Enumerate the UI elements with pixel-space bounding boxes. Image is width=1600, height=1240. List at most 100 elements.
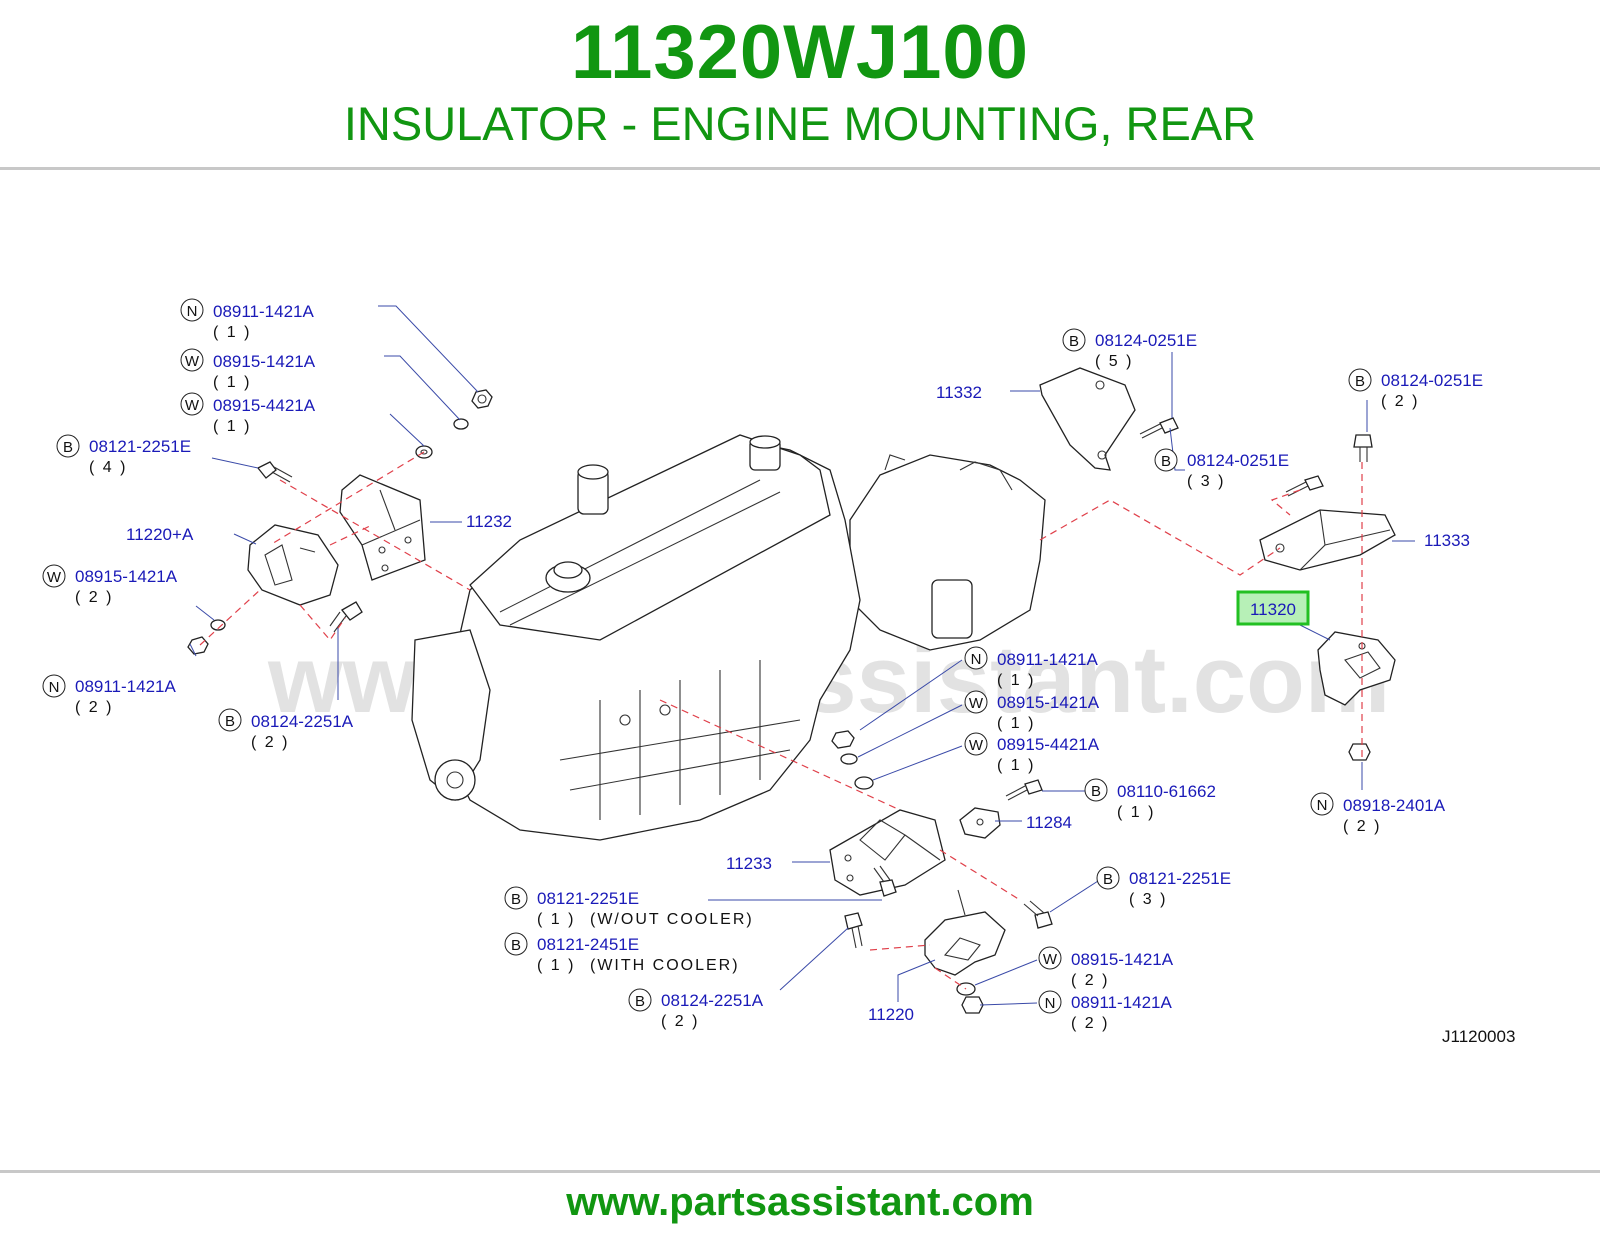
svg-text:B: B [1355, 373, 1365, 390]
part-number-label[interactable]: 08121-2451E [537, 935, 639, 954]
part-number-label[interactable]: 08110-61662 [1117, 782, 1216, 801]
part-number-label[interactable]: 08124-0251E [1381, 371, 1483, 390]
callout-b10: B 08124-2251A ( 2 ) [628, 988, 764, 1030]
part-number-label[interactable]: 08124-2251A [251, 712, 354, 731]
svg-text:( 5 ): ( 5 ) [1095, 353, 1133, 370]
svg-text:B: B [1161, 453, 1171, 470]
part-number-label[interactable]: 08911-1421A [1071, 993, 1172, 1012]
callout-w6: W 08915-1421A ( 2 ) [1038, 946, 1174, 989]
svg-text:( 1 ): ( 1 ) [1117, 804, 1155, 821]
leader-lines [189, 305, 1415, 1006]
svg-text:B: B [635, 993, 645, 1010]
assembly-lines [199, 451, 1363, 990]
footer-divider [0, 1170, 1600, 1173]
part-number-label[interactable]: 08915-1421A [75, 567, 178, 586]
svg-text:N: N [187, 303, 198, 320]
callout-n1: N 08911-1421A ( 1 ) [180, 298, 314, 341]
svg-text:( 3 ): ( 3 ) [1187, 473, 1225, 490]
ref-11220[interactable]: 11220 [868, 1005, 914, 1024]
svg-text:( 2 ): ( 2 ) [1071, 972, 1109, 989]
engine-illustration [411, 434, 1046, 841]
ref-11232[interactable]: 11232 [466, 512, 512, 531]
part-number-label[interactable]: 08121-2251E [89, 437, 191, 456]
svg-text:( 2 ): ( 2 ) [661, 1013, 699, 1030]
callout-b3: B 08124-0251E ( 5 ) [1062, 328, 1197, 370]
svg-text:W: W [969, 695, 984, 712]
callout-b5: B 08124-0251E ( 3 ) [1154, 448, 1289, 490]
ref-11333[interactable]: 11333 [1424, 531, 1470, 550]
part-number-label[interactable]: 08911-1421A [75, 677, 176, 696]
header-divider [0, 167, 1600, 170]
svg-text:( 1 ): ( 1 ) [213, 324, 251, 341]
svg-text:( 2 ): ( 2 ) [75, 699, 113, 716]
callout-w2: W 08915-4421A ( 1 ) [180, 392, 316, 435]
lower-mount-assembly [829, 730, 1053, 1014]
highlight-box [1236, 590, 1310, 626]
ref-11233[interactable]: 11233 [726, 854, 772, 873]
diagram-ref: J1120003 [1442, 1027, 1515, 1046]
callout-b4: B 08124-0251E ( 2 ) [1348, 368, 1483, 410]
svg-text:( 2 ): ( 2 ) [75, 589, 113, 606]
callout-w4: W 08915-1421A ( 1 ) [964, 690, 1100, 732]
part-number-label[interactable]: 08124-2251A [661, 991, 764, 1010]
callout-b8: B 08121-2251E ( 1 ) (W/OUT COOLER) [504, 886, 754, 928]
part-number-label[interactable]: 08915-1421A [1071, 950, 1174, 969]
callout-b2: B 08124-2251A ( 2 ) [218, 708, 354, 751]
svg-text:( 3 ): ( 3 ) [1129, 891, 1167, 908]
ref-11284[interactable]: 11284 [1026, 813, 1072, 832]
callout-b9: B 08121-2451E ( 1 ) (WITH COOLER) [504, 932, 740, 974]
page-subtitle: INSULATOR - ENGINE MOUNTING, REAR [343, 97, 1257, 150]
svg-text:( 1 ): ( 1 ) [537, 911, 575, 928]
svg-text:N: N [971, 651, 982, 668]
highlighted-part-11320[interactable]: 11320 [1236, 590, 1310, 626]
callout-n2: N 08911-1421A ( 2 ) [42, 674, 176, 716]
svg-text:B: B [225, 713, 235, 730]
callout-n5: N 08911-1421A ( 2 ) [1038, 990, 1172, 1032]
svg-text:( 4 ): ( 4 ) [89, 459, 127, 476]
part-number-label[interactable]: 08124-0251E [1187, 451, 1289, 470]
svg-text:( 1 ): ( 1 ) [997, 715, 1035, 732]
svg-text:B: B [1091, 783, 1101, 800]
callout-b6: B 08110-61662 ( 1 ) [1084, 778, 1216, 821]
callout-w5: W 08915-4421A ( 1 ) [964, 732, 1100, 774]
svg-text:( 2 ): ( 2 ) [1381, 393, 1419, 410]
svg-text:W: W [185, 353, 200, 370]
callout-w1: W 08915-1421A ( 1 ) [180, 348, 316, 391]
page-title: 11320WJ100 [571, 10, 1029, 95]
svg-text:N: N [1317, 797, 1328, 814]
callout-n3: N 08911-1421A ( 1 ) [964, 646, 1098, 689]
svg-text:( 1 ): ( 1 ) [537, 957, 575, 974]
part-number-label[interactable]: 08911-1421A [997, 650, 1098, 669]
svg-text:( 1 ): ( 1 ) [213, 374, 251, 391]
svg-text:B: B [1069, 333, 1079, 350]
part-number-label[interactable]: 08915-4421A [213, 396, 316, 415]
part-number-label[interactable]: 08911-1421A [213, 302, 314, 321]
part-number-label[interactable]: 08918-2401A [1343, 796, 1446, 815]
ref-11320[interactable]: 11320 [1250, 600, 1296, 619]
ref-11220a[interactable]: 11220+A [126, 525, 194, 544]
svg-text:(WITH COOLER): (WITH COOLER) [590, 957, 740, 974]
svg-text:B: B [511, 937, 521, 954]
part-number-label[interactable]: 08915-4421A [997, 735, 1100, 754]
svg-text:N: N [49, 679, 60, 696]
svg-text:B: B [63, 439, 73, 456]
svg-text:( 2 ): ( 2 ) [1071, 1015, 1109, 1032]
left-mount-assembly [187, 389, 493, 655]
callout-w3: W 08915-1421A ( 2 ) [42, 564, 178, 606]
svg-text:B: B [1103, 871, 1113, 888]
part-number-label[interactable]: 08124-0251E [1095, 331, 1197, 350]
part-number-label[interactable]: 08915-1421A [997, 693, 1100, 712]
right-mount-assembly [1039, 367, 1396, 761]
svg-text:N: N [1045, 995, 1056, 1012]
svg-text:( 2 ): ( 2 ) [251, 734, 289, 751]
footer-url[interactable]: www.partsassistant.com [566, 1180, 1034, 1224]
ref-11332[interactable]: 11332 [936, 383, 982, 402]
svg-text:W: W [1043, 951, 1058, 968]
svg-text:(W/OUT COOLER): (W/OUT COOLER) [590, 911, 754, 928]
part-number-label[interactable]: 08121-2251E [537, 889, 639, 908]
callout-b7: B 08121-2251E ( 3 ) [1096, 866, 1231, 908]
part-number-label[interactable]: 08121-2251E [1129, 869, 1231, 888]
part-number-label[interactable]: 08915-1421A [213, 352, 316, 371]
svg-text:B: B [511, 891, 521, 908]
